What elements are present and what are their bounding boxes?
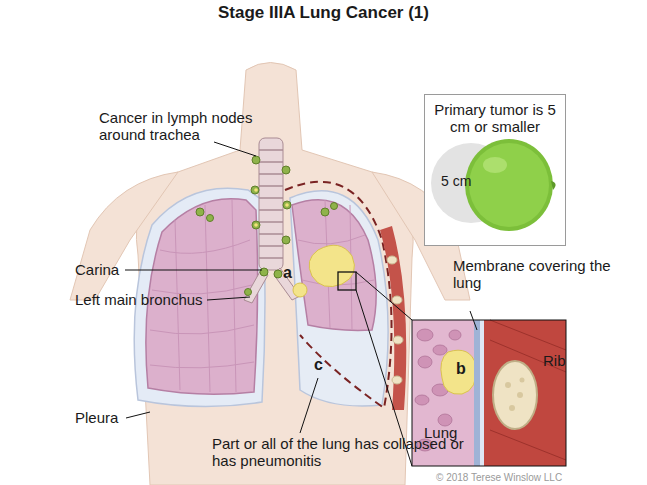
box-heading: Primary tumor is 5 cm or smaller <box>425 95 565 136</box>
watermark: © 2018 Terese Winslow LLC <box>436 472 562 484</box>
part-label: Lung <box>424 424 457 441</box>
part-label: Membrane covering the lung <box>453 257 618 292</box>
callout-letter: a <box>283 264 292 282</box>
part-label: Left main bronchus <box>75 291 205 308</box>
part-label: Carina <box>75 261 119 278</box>
callout-letter: c <box>314 356 323 374</box>
title: Stage IIIA Lung Cancer (1) <box>0 3 647 23</box>
part-label: Rib <box>543 352 566 369</box>
callout-letter: b <box>456 360 466 378</box>
part-label: Pleura <box>75 409 118 426</box>
callout-label: Cancer in lymph nodes around trachea <box>99 109 279 144</box>
inset-box: Primary tumor is 5 cm or smaller 5 cm <box>424 94 566 246</box>
size-label: 5 cm <box>441 173 471 189</box>
